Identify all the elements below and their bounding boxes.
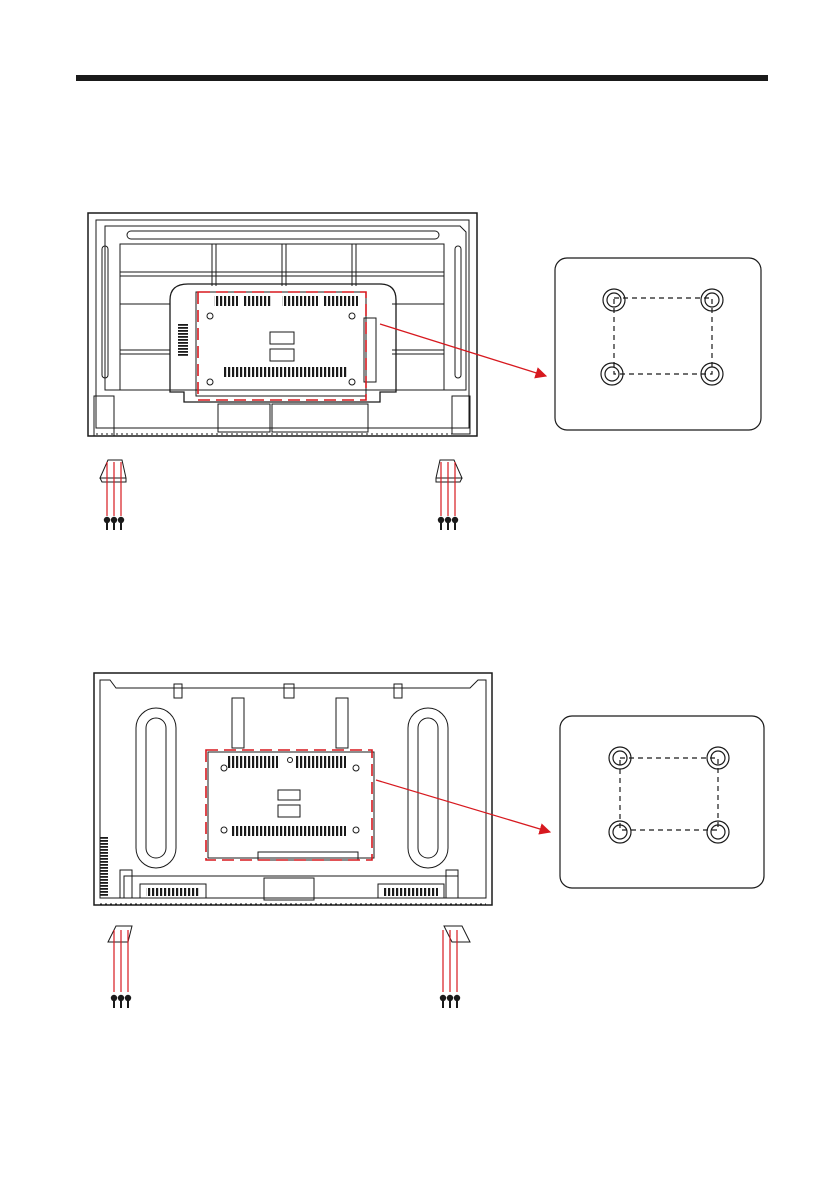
screws-right-1 bbox=[438, 517, 458, 530]
screws-left-1 bbox=[104, 517, 124, 530]
vesa-area-outline-1 bbox=[198, 292, 366, 400]
stand-foot-left-1 bbox=[100, 460, 126, 482]
screw-guides-2 bbox=[114, 930, 457, 992]
mount-hole-inset-1 bbox=[555, 258, 761, 430]
screws-left-2 bbox=[111, 995, 131, 1008]
tv-back-diagram-2 bbox=[94, 673, 492, 905]
callout-arrow-2 bbox=[376, 780, 550, 832]
stand-foot-right-1 bbox=[436, 460, 462, 482]
tv-back-diagram-1 bbox=[88, 213, 477, 436]
mount-hole-inset-2 bbox=[560, 716, 764, 888]
screw-guides-1 bbox=[107, 462, 455, 516]
screws-right-2 bbox=[440, 995, 460, 1008]
